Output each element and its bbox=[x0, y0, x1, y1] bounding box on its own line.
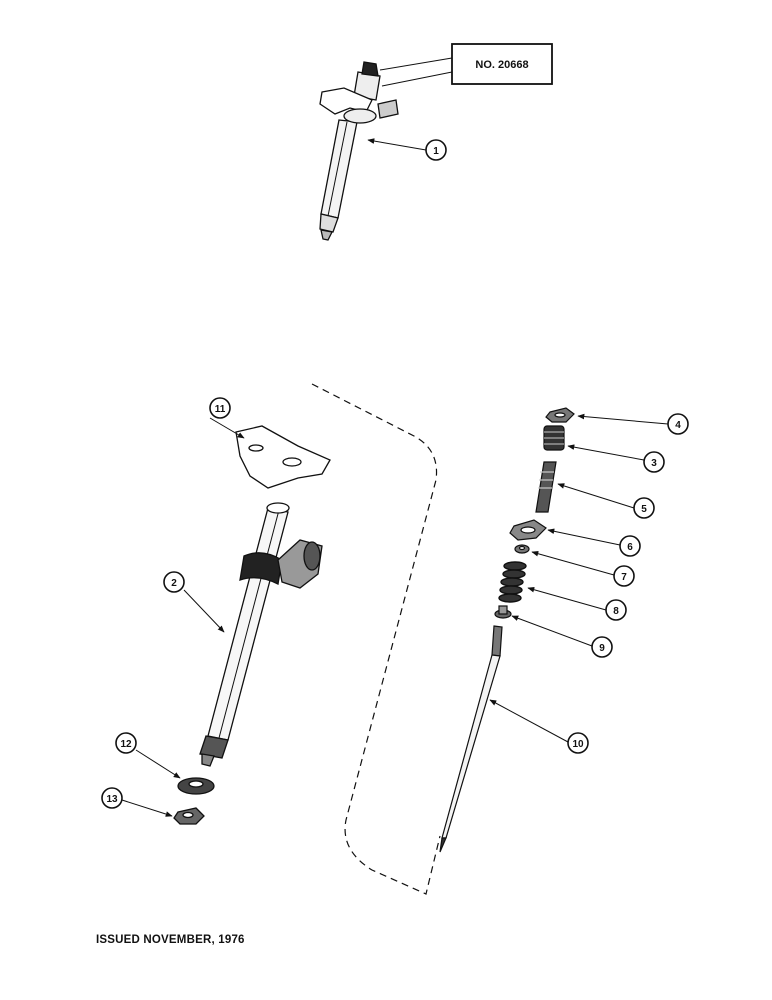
hex-nut bbox=[173, 807, 205, 825]
dashed-assembly-line bbox=[311, 383, 441, 895]
callout-11: 11 bbox=[209, 397, 231, 419]
callout-3: 3 bbox=[643, 451, 665, 473]
callout-13-number: 13 bbox=[106, 794, 118, 805]
spindle-10 bbox=[439, 625, 503, 853]
callout-7: 7 bbox=[613, 565, 635, 587]
adjusting-screw-5 bbox=[535, 461, 557, 513]
callout-4: 4 bbox=[667, 413, 689, 435]
reference-number-box: NO. 20668 bbox=[379, 43, 553, 87]
callout-12-number: 12 bbox=[120, 739, 132, 750]
callout-9: 9 bbox=[591, 636, 613, 658]
callout-12: 12 bbox=[115, 732, 137, 754]
spring-seat-9 bbox=[494, 605, 512, 619]
reference-number-text: NO. 20668 bbox=[475, 59, 528, 71]
washer-7 bbox=[514, 544, 530, 554]
injector-body-exploded bbox=[199, 502, 323, 767]
callout-1: 1 bbox=[425, 139, 447, 161]
callout-3-number: 3 bbox=[651, 458, 657, 469]
callout-6-number: 6 bbox=[627, 542, 633, 553]
callout-8: 8 bbox=[605, 599, 627, 621]
callout-13: 13 bbox=[101, 787, 123, 809]
locknut-6 bbox=[509, 519, 547, 541]
callout-5: 5 bbox=[633, 497, 655, 519]
cap-3 bbox=[543, 425, 565, 451]
callout-5-number: 5 bbox=[641, 504, 647, 515]
callout-8-number: 8 bbox=[613, 606, 619, 617]
callout-2: 2 bbox=[163, 571, 185, 593]
callout-leaders bbox=[121, 138, 669, 817]
issued-date-footer: ISSUED NOVEMBER, 1976 bbox=[96, 934, 245, 946]
callout-11-number: 11 bbox=[215, 404, 226, 415]
callout-7-number: 7 bbox=[621, 572, 627, 583]
callout-1-number: 1 bbox=[433, 146, 439, 157]
callout-10: 10 bbox=[567, 732, 589, 754]
spring-8 bbox=[498, 561, 527, 603]
nut-4 bbox=[545, 407, 575, 423]
callout-10-number: 10 bbox=[572, 739, 584, 750]
callout-6: 6 bbox=[619, 535, 641, 557]
seal-washer bbox=[177, 777, 215, 795]
injector-assembly-top bbox=[319, 61, 399, 241]
callout-2-number: 2 bbox=[171, 578, 177, 589]
clamp-plate bbox=[235, 425, 331, 489]
callout-4-number: 4 bbox=[675, 420, 681, 431]
callout-9-number: 9 bbox=[599, 643, 605, 654]
